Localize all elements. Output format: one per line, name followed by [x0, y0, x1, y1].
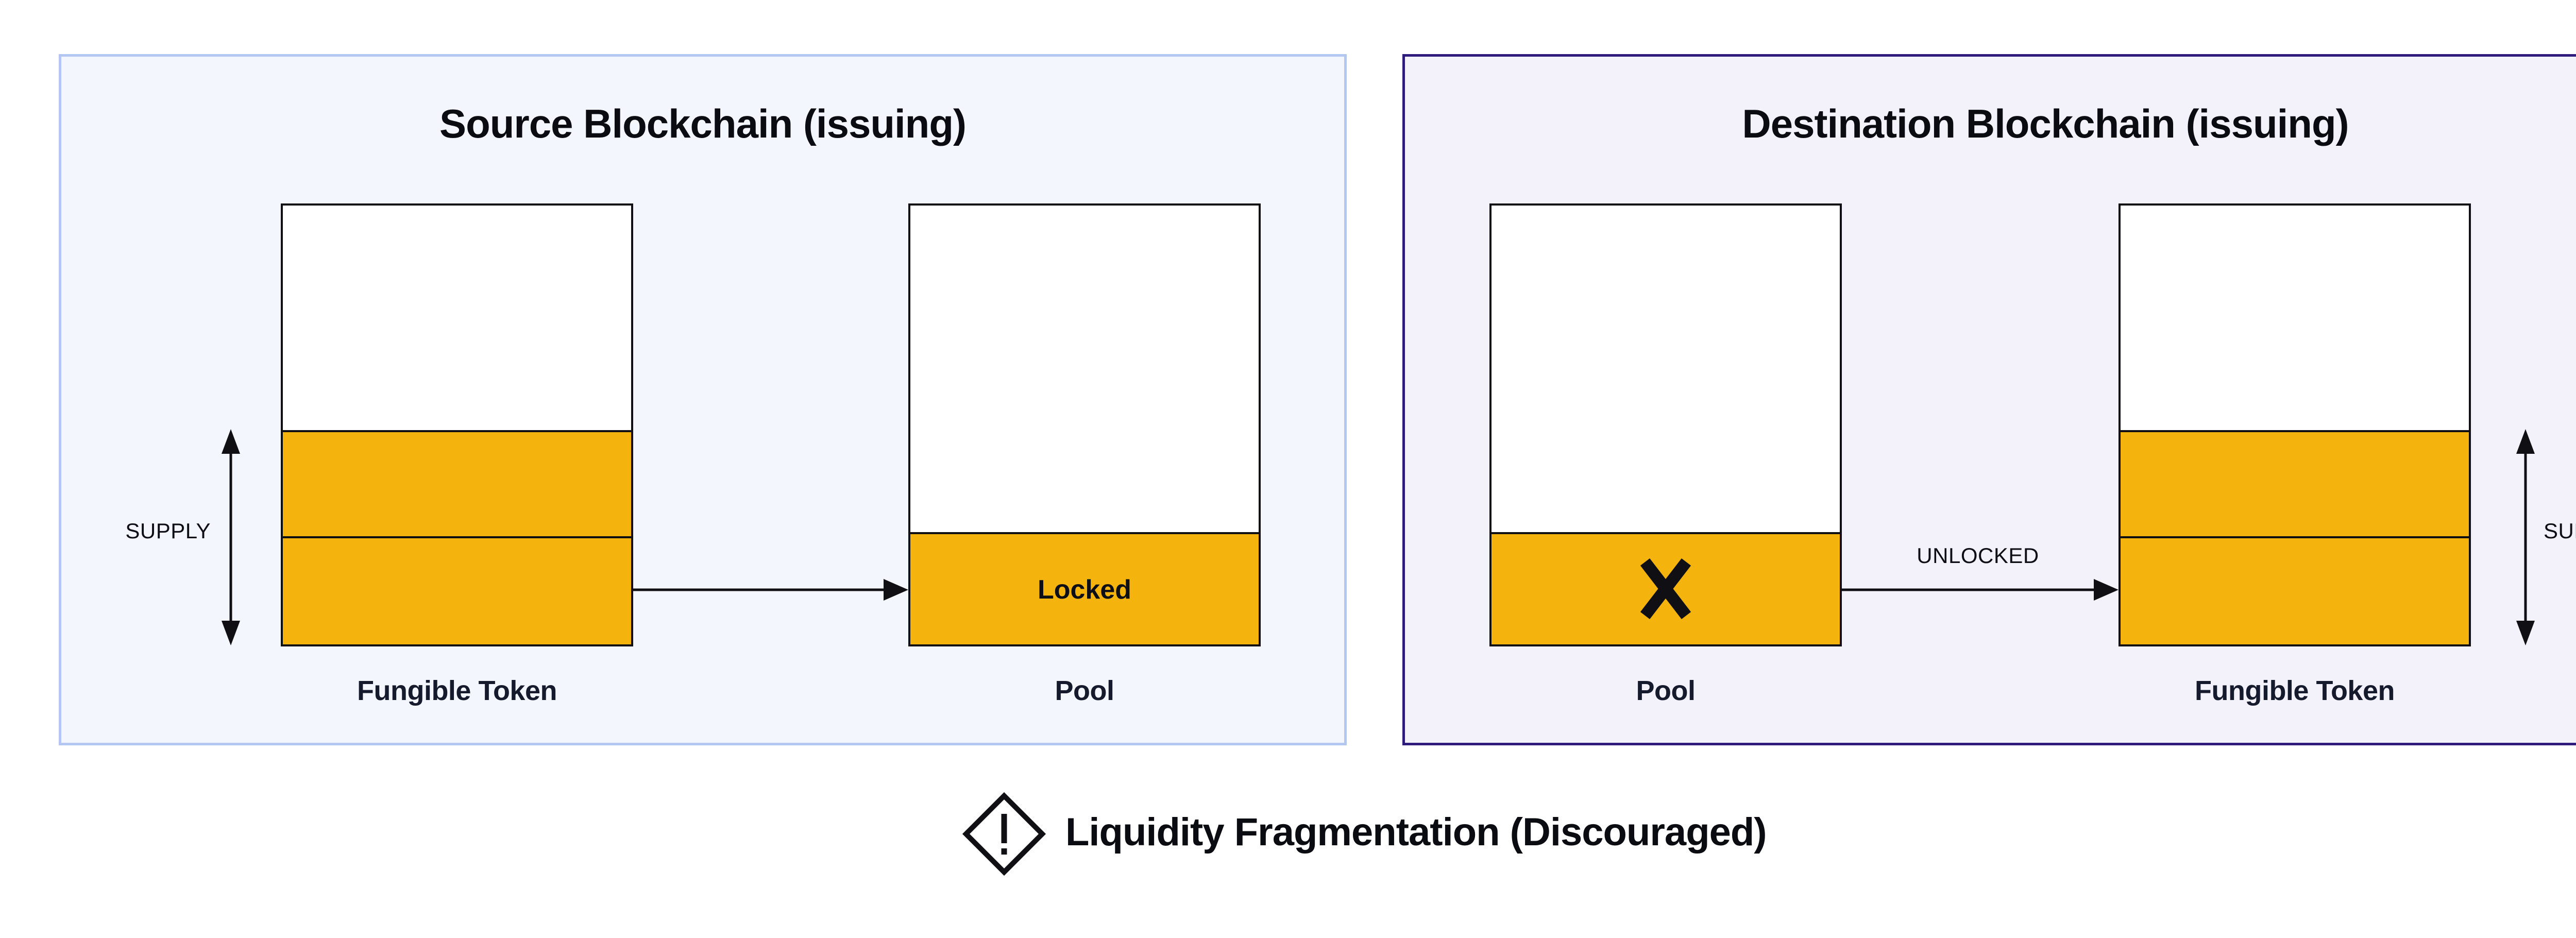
- unlock-transfer-arrow-icon: [1842, 579, 2119, 601]
- caption-text: Liquidity Fragmentation (Discouraged): [1065, 810, 1767, 854]
- source-supply-range-arrow-icon: [222, 429, 240, 645]
- lock-transfer-arrow-icon: [632, 579, 908, 601]
- destination-supply-label: SUPPLY: [2544, 519, 2576, 543]
- destination-pool-label: Pool: [1636, 675, 1696, 706]
- source-supply-label: SUPPLY: [125, 519, 211, 543]
- destination-fungible-token-box: [2119, 203, 2471, 646]
- x-mark-icon: [1640, 558, 1691, 620]
- source-panel-title: Source Blockchain (issuing): [439, 101, 967, 146]
- destination-blockchain-panel: Destination Blockchain (issuing) UNLOCKE…: [1402, 54, 2576, 745]
- destination-panel-title: Destination Blockchain (issuing): [1742, 101, 2349, 146]
- source-pool-label: Pool: [1055, 675, 1115, 706]
- source-fungible-token-label: Fungible Token: [357, 675, 557, 706]
- unlocked-label: UNLOCKED: [1917, 543, 2039, 568]
- destination-supply-range-arrow-icon: [2516, 429, 2535, 645]
- destination-token-divider-line: [2121, 536, 2469, 538]
- source-fungible-token-box: [281, 203, 633, 646]
- source-token-divider-line: [283, 536, 631, 538]
- source-pool-box: Locked: [908, 203, 1261, 646]
- source-pool-locked-fill: [910, 532, 1259, 644]
- destination-fungible-token-label: Fungible Token: [2195, 675, 2395, 706]
- warning-diamond-icon: [962, 792, 1046, 876]
- locked-label: Locked: [1037, 575, 1132, 605]
- source-blockchain-panel: Source Blockchain (issuing) SUPPLY Locke…: [59, 54, 1347, 745]
- destination-pool-box: [1489, 203, 1842, 646]
